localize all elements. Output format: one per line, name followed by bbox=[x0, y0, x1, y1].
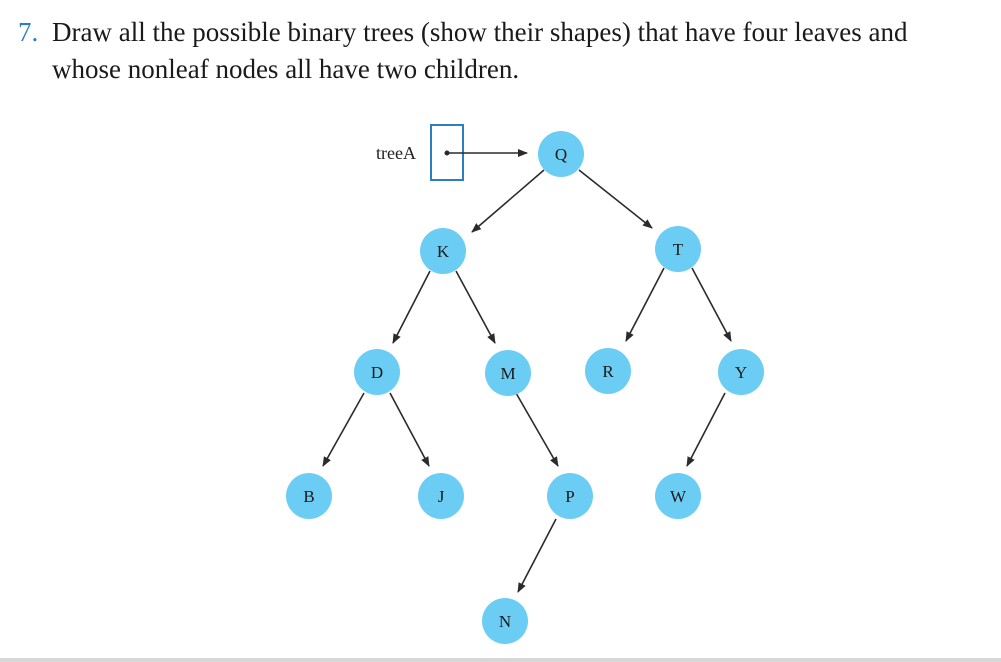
node-w: W bbox=[655, 473, 701, 519]
node-y: Y bbox=[718, 349, 764, 395]
question-line-1-text: Draw all the possible binary trees (show… bbox=[52, 17, 908, 47]
pointer-label: treeA bbox=[376, 143, 416, 163]
edge-k-d bbox=[392, 270, 431, 344]
node-k-label: K bbox=[437, 242, 450, 261]
edge-m-p bbox=[515, 392, 559, 467]
node-r: R bbox=[585, 348, 631, 394]
node-q: Q bbox=[538, 131, 584, 177]
node-m-label: M bbox=[500, 364, 515, 383]
node-n-label: N bbox=[499, 612, 511, 631]
node-t: T bbox=[655, 226, 701, 272]
edge-k-m bbox=[455, 270, 496, 344]
node-y-label: Y bbox=[735, 363, 747, 382]
edge-t-y bbox=[691, 267, 732, 342]
node-t-label: T bbox=[673, 240, 684, 259]
node-n: N bbox=[482, 598, 528, 644]
bottom-border bbox=[0, 658, 1001, 662]
node-d: D bbox=[354, 349, 400, 395]
node-q-label: Q bbox=[555, 145, 567, 164]
question-line-1: 7. Draw all the possible binary trees (sh… bbox=[18, 14, 993, 51]
edge-d-j bbox=[389, 392, 430, 467]
node-b: B bbox=[286, 473, 332, 519]
node-d-label: D bbox=[371, 363, 383, 382]
node-j: J bbox=[418, 473, 464, 519]
question-number: 7. bbox=[18, 17, 39, 47]
edge-p-n bbox=[517, 518, 557, 593]
node-k: K bbox=[420, 228, 466, 274]
question-line-2: whose nonleaf nodes all have two childre… bbox=[52, 54, 520, 84]
edge-t-r bbox=[625, 267, 665, 342]
node-b-label: B bbox=[303, 487, 314, 506]
question-text: 7. Draw all the possible binary trees (sh… bbox=[18, 14, 993, 88]
node-j-label: J bbox=[438, 487, 445, 506]
edge-y-w bbox=[686, 392, 726, 467]
node-m: M bbox=[485, 350, 531, 396]
node-r-label: R bbox=[602, 362, 614, 381]
edge-q-t bbox=[578, 169, 653, 229]
node-p: P bbox=[547, 473, 593, 519]
node-w-label: W bbox=[670, 487, 687, 506]
edge-d-b bbox=[322, 392, 365, 467]
node-p-label: P bbox=[565, 487, 574, 506]
edge-q-k bbox=[471, 169, 545, 233]
